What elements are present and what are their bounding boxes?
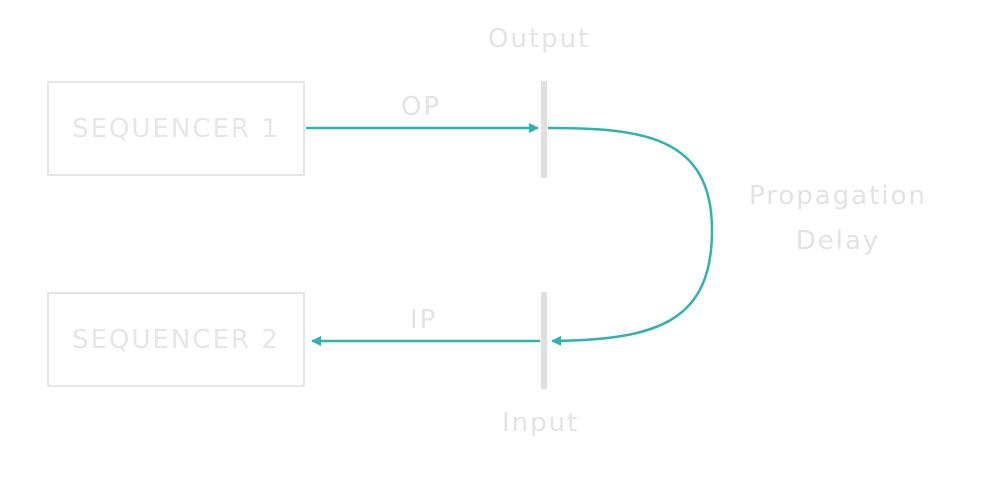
propagation-text: Propagation — [749, 181, 927, 211]
op-label: OP — [401, 92, 442, 122]
propagation-delay-curve — [547, 126, 714, 346]
sequencer-1-block: SEQUENCER 1 — [47, 81, 305, 176]
ip-label: IP — [410, 305, 438, 335]
sequencer-1-label: SEQUENCER 1 — [72, 113, 280, 144]
output-label: Output — [488, 24, 591, 54]
propagation-delay-label: Propagation Delay — [730, 174, 946, 264]
input-label: Input — [502, 408, 580, 438]
sequencer-2-label: SEQUENCER 2 — [72, 324, 280, 355]
sequencer-2-block: SEQUENCER 2 — [47, 292, 305, 387]
delay-text: Delay — [795, 226, 881, 256]
